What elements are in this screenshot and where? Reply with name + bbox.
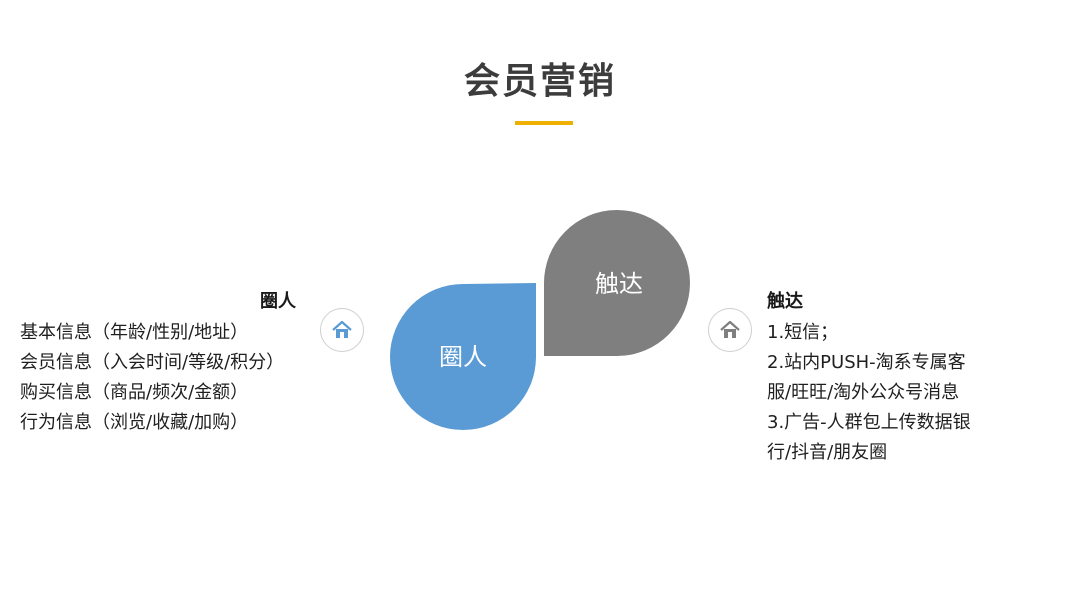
petal-blue-label: 圈人: [439, 343, 487, 371]
right-block-lines: 1.短信； 2.站内PUSH-淘系专属客 服/旺旺/淘外公众号消息 3.广告-人…: [767, 318, 971, 468]
left-block-heading: 圈人: [260, 291, 296, 312]
right-block-heading: 触达: [767, 291, 803, 312]
right-icon-circle: [708, 308, 752, 352]
left-line: 基本信息（年龄/性别/地址）: [20, 322, 249, 343]
right-line: 3.广告-人群包上传数据银: [767, 412, 971, 433]
right-line: 1.短信；: [767, 322, 839, 343]
left-icon-circle: [320, 308, 364, 352]
petal-blue: [390, 283, 536, 430]
right-line: 行/抖音/朋友圈: [767, 442, 888, 463]
petal-gray-label: 触达: [595, 270, 643, 298]
left-line: 购买信息（商品/频次/金额）: [20, 382, 249, 403]
home-icon: [720, 320, 740, 338]
left-line: 会员信息（入会时间/等级/积分）: [20, 352, 285, 373]
right-line: 服/旺旺/淘外公众号消息: [767, 382, 960, 403]
page-title: 会员营销: [463, 61, 616, 102]
right-line: 2.站内PUSH-淘系专属客: [767, 352, 966, 373]
petal-gray: [543, 210, 690, 356]
left-block-lines: 基本信息（年龄/性别/地址） 会员信息（入会时间/等级/积分） 购买信息（商品/…: [20, 318, 284, 438]
home-icon: [332, 320, 352, 338]
left-line: 行为信息（浏览/收藏/加购）: [20, 412, 249, 433]
title-underline: [515, 121, 573, 125]
